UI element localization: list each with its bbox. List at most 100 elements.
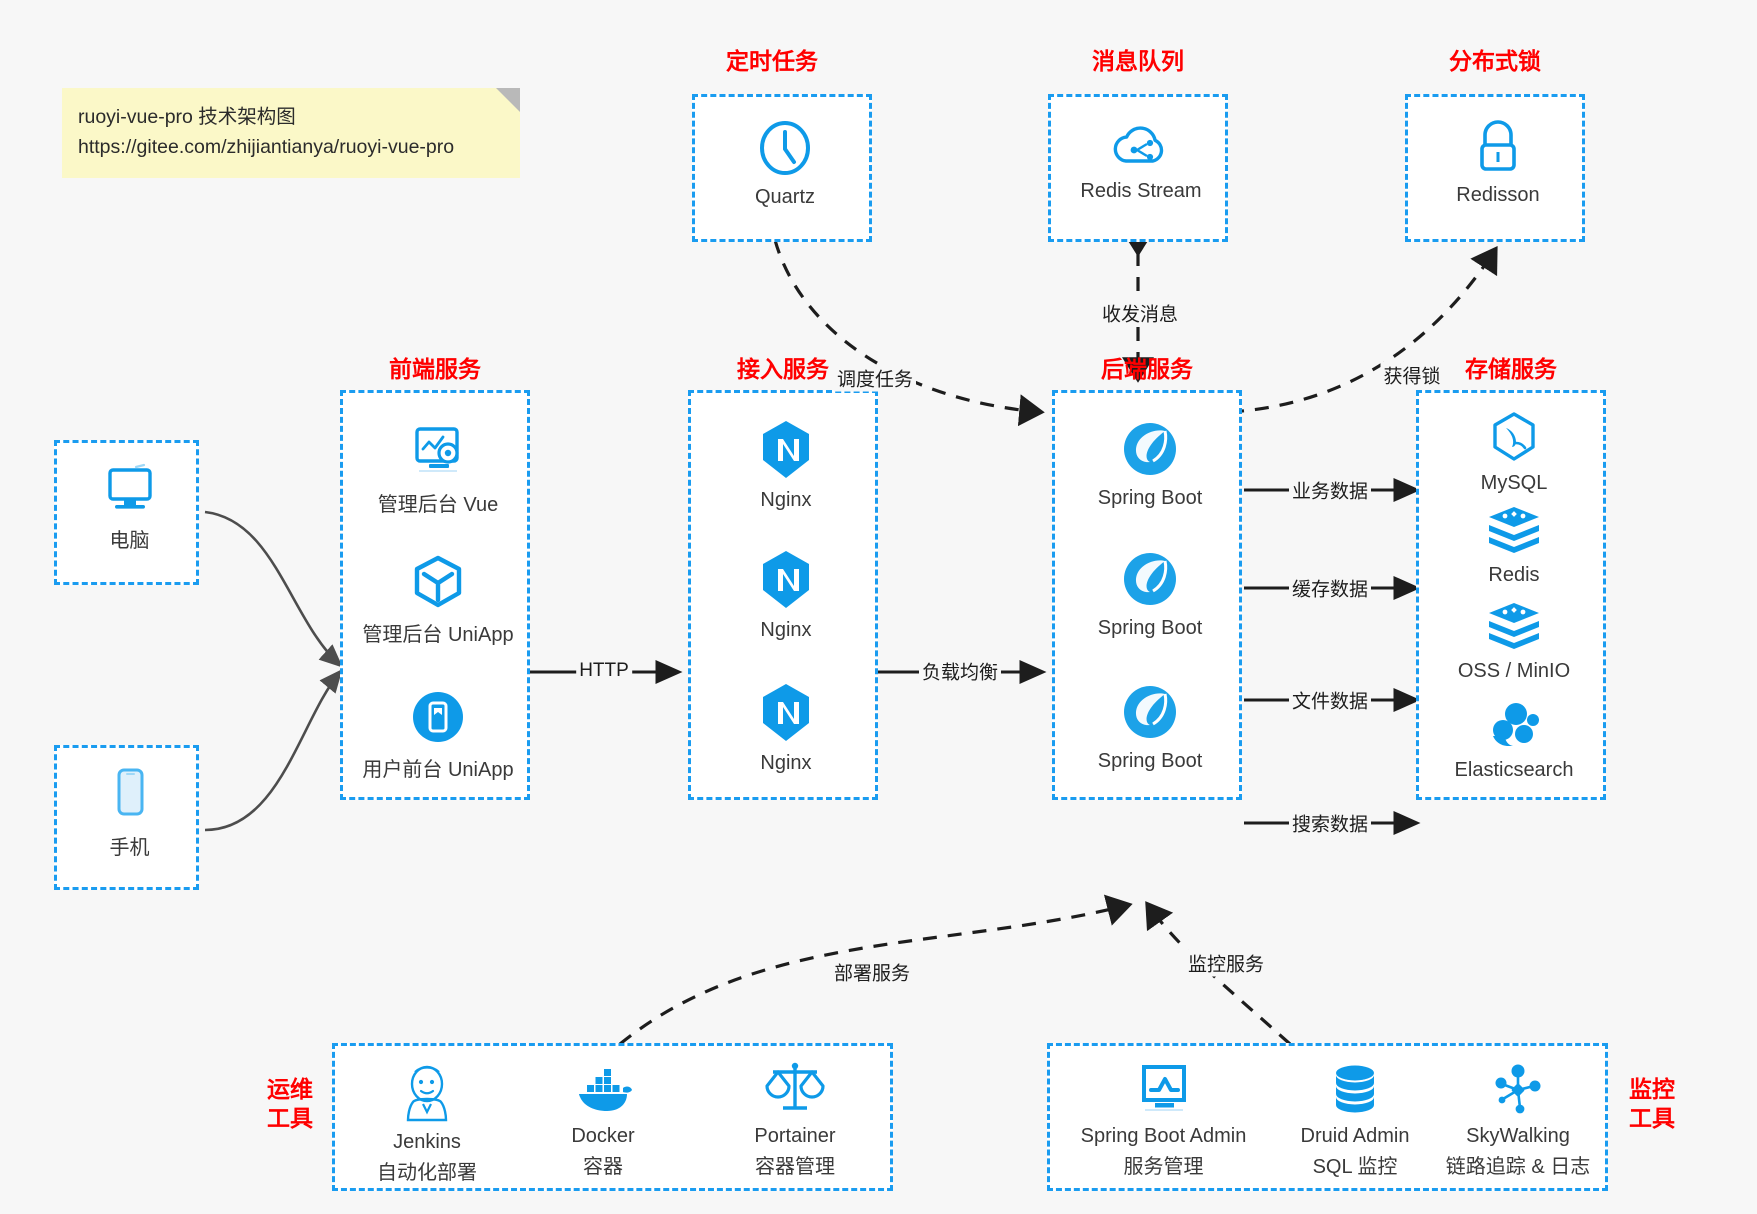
group-title-devops-line1: 运维 <box>267 1076 313 1102</box>
node-admin-vue[interactable]: 管理后台 Vue <box>343 423 533 517</box>
group-box-frontend: 管理后台 Vue 管理后台 UniApp 用户前台 UniApp <box>340 390 530 800</box>
node-sublabel: 链路追踪 & 日志 <box>1445 1156 1591 1178</box>
node-sublabel: SQL 监控 <box>1312 1156 1398 1178</box>
node-desktop[interactable]: 电脑 <box>57 461 202 553</box>
edge-label-business-data: 业务数据 <box>1288 476 1372 504</box>
node-redis-stream[interactable]: Redis Stream <box>1051 117 1231 203</box>
node-label: Nginx <box>760 489 812 511</box>
node-label: Spring Boot <box>1097 750 1203 772</box>
node-label: Spring Boot Admin <box>1080 1125 1247 1147</box>
node-nginx-2[interactable]: Nginx <box>691 548 881 642</box>
node-spring-boot-admin[interactable]: Spring Boot Admin 服务管理 <box>1056 1062 1271 1179</box>
desktop-icon <box>100 461 160 517</box>
cloud-stream-icon <box>1110 117 1172 173</box>
node-portainer[interactable]: Portainer 容器管理 <box>710 1058 880 1179</box>
group-title-devops: 运维 工具 <box>250 1075 330 1133</box>
spring-boot-icon <box>1119 418 1181 480</box>
elasticsearch-icon <box>1486 698 1542 752</box>
node-label: Jenkins <box>393 1131 461 1153</box>
node-phone[interactable]: 手机 <box>57 766 202 860</box>
node-label: Quartz <box>754 186 816 208</box>
group-box-devops: Jenkins 自动化部署 <box>332 1043 893 1191</box>
node-quartz[interactable]: Quartz <box>695 117 875 209</box>
node-nginx-1[interactable]: Nginx <box>691 418 881 512</box>
node-label: 手机 <box>109 837 150 859</box>
node-label: Redisson <box>1456 184 1540 206</box>
node-admin-uniapp[interactable]: 管理后台 UniApp <box>343 553 533 647</box>
node-skywalking[interactable]: SkyWalking 链路追踪 & 日志 <box>1428 1062 1608 1179</box>
group-title-monitor-line2: 工具 <box>1629 1104 1675 1131</box>
node-redis[interactable]: Redis <box>1419 505 1609 587</box>
node-label: Docker <box>571 1125 635 1147</box>
dashboard-gear-icon <box>407 423 469 481</box>
group-box-device-desktop: 电脑 <box>54 440 199 585</box>
node-jenkins[interactable]: Jenkins 自动化部署 <box>347 1062 507 1185</box>
cube-icon <box>409 553 467 611</box>
group-title-monitor-line1: 监控 <box>1629 1076 1675 1102</box>
node-label: Spring Boot <box>1097 617 1203 639</box>
edge-label-acquire-lock: 获得锁 <box>1380 361 1444 389</box>
group-title-frontend: 前端服务 <box>389 356 481 382</box>
node-user-uniapp[interactable]: 用户前台 UniApp <box>343 688 533 782</box>
node-sublabel: 服务管理 <box>1123 1156 1204 1178</box>
node-label: 管理后台 Vue <box>377 494 499 516</box>
group-box-gateway: Nginx Nginx Nginx <box>688 390 878 800</box>
spring-boot-icon <box>1119 548 1181 610</box>
note-url: https://gitee.com/zhijiantianya/ruoyi-vu… <box>78 136 455 159</box>
node-label: Nginx <box>760 752 812 774</box>
group-title-monitor: 监控 工具 <box>1612 1075 1692 1133</box>
nginx-icon <box>757 418 815 482</box>
oss-icon <box>1485 601 1543 653</box>
node-spring-boot-2[interactable]: Spring Boot <box>1055 548 1245 640</box>
group-title-storage: 存储服务 <box>1465 356 1557 382</box>
node-redisson[interactable]: Redisson <box>1408 117 1588 207</box>
clock-icon <box>754 117 816 179</box>
node-nginx-3[interactable]: Nginx <box>691 681 881 775</box>
mobile-app-icon <box>409 688 467 746</box>
node-docker[interactable]: Docker 容器 <box>523 1062 683 1179</box>
edge-label-deploy-service: 部署服务 <box>830 958 914 986</box>
edge-label-load-balance: 负载均衡 <box>918 657 1002 685</box>
node-label: OSS / MinIO <box>1457 660 1571 682</box>
node-spring-boot-1[interactable]: Spring Boot <box>1055 418 1245 510</box>
jenkins-icon <box>397 1062 457 1124</box>
group-box-monitor: Spring Boot Admin 服务管理 Druid Admin SQL 监… <box>1047 1043 1608 1191</box>
group-title-lock: 分布式锁 <box>1449 48 1541 74</box>
edge-label-schedule-task: 调度任务 <box>833 364 917 392</box>
docker-icon <box>571 1062 635 1118</box>
node-spring-boot-3[interactable]: Spring Boot <box>1055 681 1245 773</box>
monitor-chart-icon <box>1135 1062 1193 1118</box>
nginx-icon <box>757 681 815 745</box>
group-box-backend: Spring Boot Spring Boot Spring Boot <box>1052 390 1242 800</box>
edge-label-file-data: 文件数据 <box>1288 686 1372 714</box>
spring-boot-icon <box>1119 681 1181 743</box>
database-icon <box>1327 1062 1383 1118</box>
node-mysql[interactable]: MySQL <box>1419 411 1609 495</box>
node-label: 用户前台 UniApp <box>362 759 514 781</box>
group-title-scheduler: 定时任务 <box>726 48 818 74</box>
node-sublabel: 容器管理 <box>755 1156 835 1178</box>
mysql-icon <box>1487 411 1541 465</box>
node-label: Portainer <box>754 1125 836 1147</box>
node-druid-admin[interactable]: Druid Admin SQL 监控 <box>1272 1062 1438 1179</box>
node-label: Spring Boot <box>1097 487 1203 509</box>
group-box-lock: Redisson <box>1405 94 1585 242</box>
sticky-note: ruoyi-vue-pro 技术架构图 https://gitee.com/zh… <box>62 88 520 179</box>
scales-icon <box>763 1058 827 1118</box>
group-title-devops-line2: 工具 <box>267 1104 313 1131</box>
group-title-mq: 消息队列 <box>1092 48 1184 74</box>
note-fold-corner <box>496 88 520 112</box>
phone-icon <box>107 766 153 824</box>
edge-label-cache-data: 缓存数据 <box>1288 574 1372 602</box>
group-box-mq: Redis Stream <box>1048 94 1228 242</box>
nginx-icon <box>757 548 815 612</box>
node-label: Elasticsearch <box>1454 759 1574 781</box>
skywalking-icon <box>1489 1062 1547 1118</box>
node-elasticsearch[interactable]: Elasticsearch <box>1419 698 1609 782</box>
edge-label-mq-messages: 收发消息 <box>1098 299 1182 327</box>
node-label: 电脑 <box>109 530 150 552</box>
edge-label-http: HTTP <box>576 660 632 682</box>
node-oss-minio[interactable]: OSS / MinIO <box>1419 601 1609 683</box>
edge-label-monitor-service: 监控服务 <box>1184 949 1268 977</box>
